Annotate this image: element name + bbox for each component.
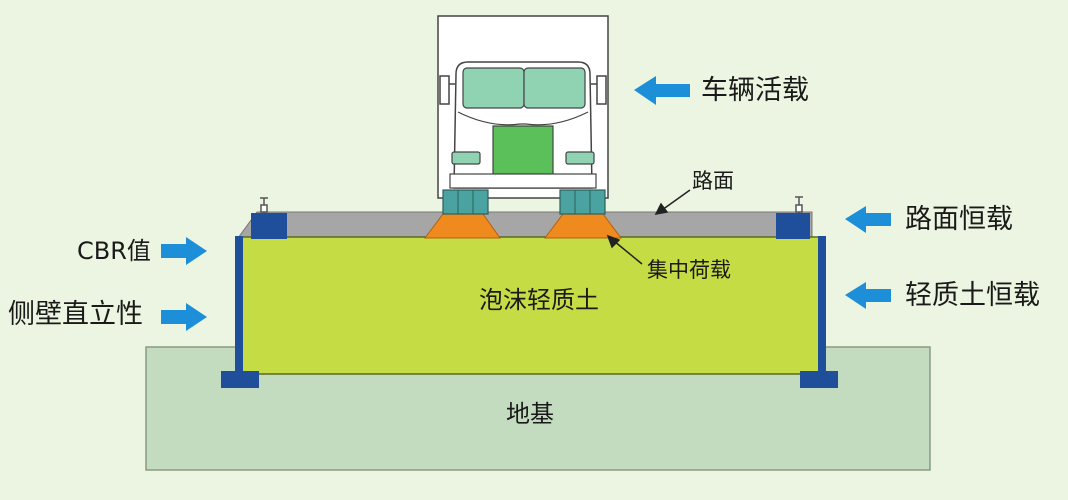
right-footing (800, 371, 838, 388)
foam-soil-block (239, 236, 825, 375)
concentrated-load-label: 集中荷载 (647, 258, 731, 282)
arrow-left-icon (845, 206, 891, 233)
arrow-left-icon (845, 282, 891, 309)
foam-lightweight-soil-label: 泡沫轻质土 (479, 286, 599, 314)
left-side-wall (235, 236, 243, 374)
concentrated-load-leader (606, 234, 643, 265)
right-guard-post (795, 196, 803, 213)
left-guard-post (260, 197, 268, 213)
side-wall-vertical-label: 侧壁直立性 (8, 299, 143, 330)
right-guard-block (776, 213, 810, 239)
road-surface-label: 路面 (692, 169, 734, 193)
arrow-left-icon (634, 76, 690, 105)
arrow-right-icon (161, 237, 207, 265)
vehicle-live-load-label: 车辆活载 (701, 75, 809, 106)
road-surface-dead-load-label: 路面恒载 (905, 204, 1013, 235)
road-surface-leader (654, 189, 691, 216)
lightweight-soil-dead-load-label: 轻质土恒载 (905, 280, 1040, 311)
left-footing (221, 371, 259, 388)
truck-front-icon (437, 15, 609, 215)
foundation-label: 地基 (506, 400, 554, 428)
left-guard-block (251, 213, 287, 239)
right-side-wall (818, 236, 826, 374)
cbr-value-label: CBR值 (77, 237, 151, 265)
arrow-right-icon (161, 303, 207, 331)
pavement-layer (237, 211, 813, 239)
